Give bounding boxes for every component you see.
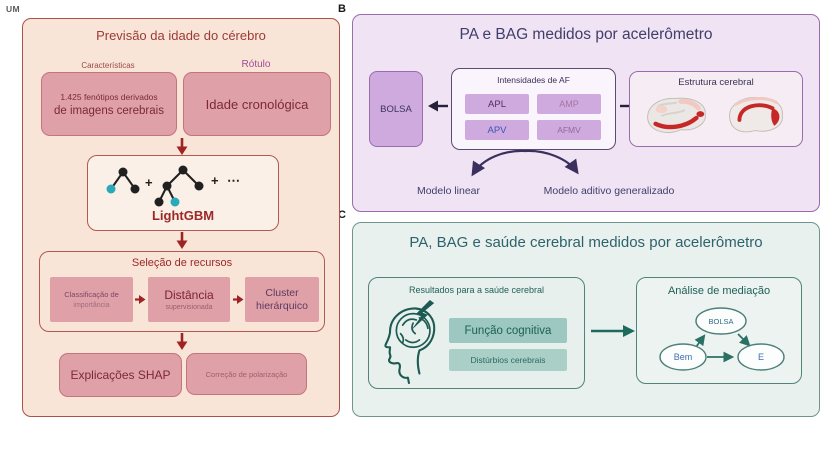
plus-sign: + xyxy=(211,173,219,188)
pa-intensities-box: Intensidades de AF APL AMP APV AFMV xyxy=(451,68,616,150)
right-arrow-icon xyxy=(233,295,244,304)
features-line2: de imagens cerebrais xyxy=(54,104,164,117)
lightgbm-box: + + ⋯ LightGBM xyxy=(87,155,279,231)
features-caption: Características xyxy=(81,61,135,70)
panel-c-letter: C xyxy=(338,209,346,221)
mediation-analysis-box: Análise de mediação BOLSA Bem E xyxy=(636,277,802,384)
panel-b-title: PA e BAG medidos por acelerômetro xyxy=(459,26,713,43)
mediation-diagram: BOLSA Bem E xyxy=(659,307,785,371)
plus-sign: + xyxy=(145,175,153,190)
panel-a-letter: UM xyxy=(6,4,21,14)
supervised-distance-chip: Distância supervisionada xyxy=(148,277,230,322)
importance-ranking-chip: Classificação de importância xyxy=(50,277,133,322)
right-arrow-icon xyxy=(135,295,146,304)
bias-correction-box: Correção de polarização xyxy=(186,353,307,395)
ellipsis-sign: ⋯ xyxy=(227,173,240,188)
features-box: 1.425 fenótipos derivados de imagens cer… xyxy=(41,72,177,136)
hierarchical-cluster-chip: Cluster hierárquico xyxy=(245,277,319,322)
outcome-node-label: E xyxy=(758,352,764,362)
bolsa-cohort-box: BOLSA xyxy=(369,71,423,147)
down-arrow-icon xyxy=(176,333,188,350)
panel-pa-bag: PA e BAG medidos por acelerômetro BOLSA … xyxy=(352,14,820,212)
brain-disorders-chip: Distúrbios cerebrais xyxy=(449,349,567,371)
intensity-chip-amp: AMP xyxy=(537,94,601,114)
shap-explanations-box: Explicações SHAP xyxy=(59,353,182,397)
down-arrow-icon xyxy=(176,138,188,155)
label-caption: Rótulo xyxy=(241,59,271,70)
curved-double-arrow-icon xyxy=(471,149,579,177)
brain-structure-box: Estrutura cerebral xyxy=(629,71,803,147)
intensity-chip-apl: APL xyxy=(465,94,529,114)
tree-ensemble-icon: + + ⋯ xyxy=(106,165,240,207)
step2-line1: Distância xyxy=(164,288,214,302)
step2-line2: supervisionada xyxy=(165,304,213,311)
left-arrow-icon xyxy=(428,100,448,112)
intensity-chip-apv: APV xyxy=(465,120,529,140)
intensity-chip-afmv: AFMV xyxy=(537,120,601,140)
lightgbm-label: LightGBM xyxy=(151,208,215,223)
brain-structure-title: Estrutura cerebral xyxy=(678,77,754,88)
step1-line1: Classificação de xyxy=(64,290,119,299)
cognitive-function-chip: Função cognitiva xyxy=(449,318,567,343)
step3-line2: hierárquico xyxy=(256,299,308,312)
linear-model-label: Modelo linear xyxy=(416,185,481,197)
pa-intensities-title: Intensidades de AF xyxy=(497,75,570,85)
brain-health-outcomes-title: Resultados para a saúde cerebral xyxy=(408,285,545,295)
step3-line1: Cluster xyxy=(265,286,299,299)
panel-pa-bag-brain-health: PA, BAG e saúde cerebral medidos por ace… xyxy=(352,222,820,417)
feature-selection-box: Seleção de recursos Classificação de imp… xyxy=(39,251,325,332)
brain-health-outcomes-box: Resultados para a saúde cerebral Função … xyxy=(368,277,585,389)
exposure-node-label: Bem xyxy=(674,352,693,362)
panel-a-title: Previsão da idade do cérebro xyxy=(96,28,266,43)
feature-selection-title: Seleção de recursos xyxy=(131,257,233,269)
chronological-age-box: Idade cronológica xyxy=(183,72,331,136)
panel-b-letter: B xyxy=(338,3,346,15)
head-brain-icon xyxy=(384,300,436,384)
mediator-node-label: BOLSA xyxy=(708,317,733,326)
brain-medial-icon xyxy=(729,97,783,133)
features-line1: 1.425 fenótipos derivados xyxy=(60,91,158,102)
brain-lateral-icon xyxy=(647,97,706,133)
down-arrow-icon xyxy=(176,232,188,249)
right-arrow-icon xyxy=(591,325,635,337)
step1-line2: importância xyxy=(73,302,110,309)
panel-brain-age-prediction: Previsão da idade do cérebro Característ… xyxy=(22,18,340,417)
gam-model-label: Modelo aditivo generalizado xyxy=(543,185,675,197)
mediation-analysis-title: Análise de mediação xyxy=(667,285,771,297)
panel-c-title: PA, BAG e saúde cerebral medidos por ace… xyxy=(409,234,763,251)
